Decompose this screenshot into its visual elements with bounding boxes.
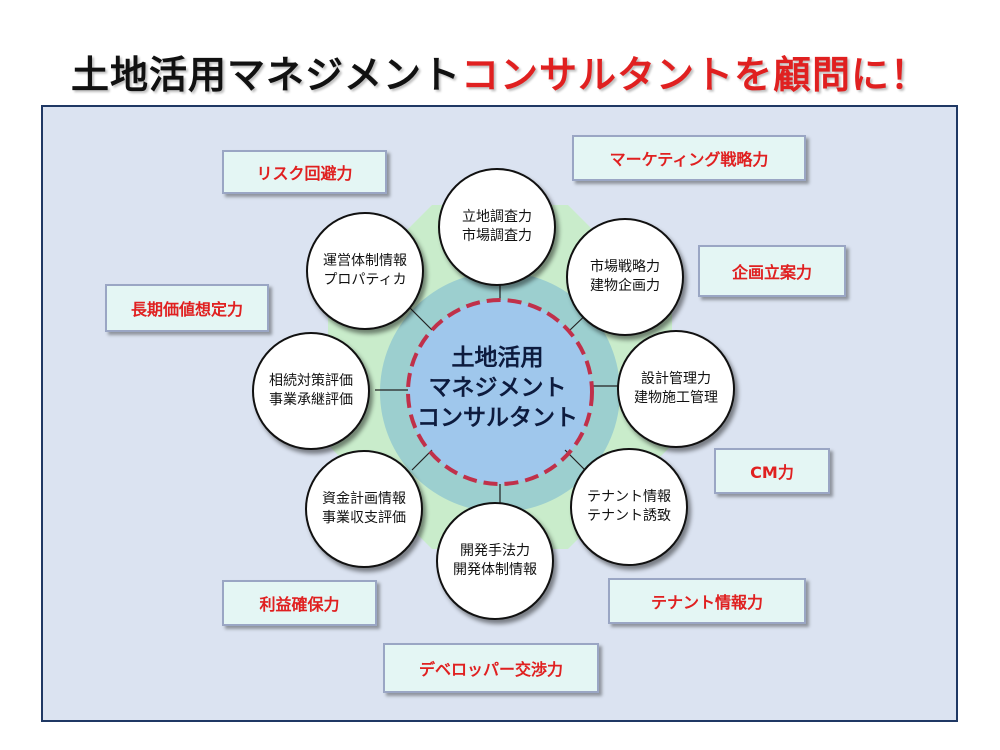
- skill-box-profit: 利益確保力: [222, 580, 377, 626]
- title-part-black: 土地活用マネジメント: [70, 53, 461, 97]
- circle-text: 運営体制情報: [323, 253, 407, 269]
- circle-text: テナント情報: [587, 489, 671, 505]
- capability-circle-market-strategy: 市場戦略力 建物企画力: [566, 218, 684, 336]
- capability-circle-finance: 資金計画情報 事業収支評価: [305, 450, 423, 568]
- skill-box-risk: リスク回避力: [222, 150, 387, 194]
- skill-box-planning: 企画立案力: [698, 245, 846, 297]
- capability-circle-operations: 運営体制情報 プロパティカ: [306, 212, 424, 330]
- skill-box-cm: CM力: [714, 448, 830, 494]
- capability-circle-design: 設計管理力 建物施工管理: [617, 330, 735, 448]
- center-label: 土地活用 マネジメント コンサルタント: [405, 343, 590, 433]
- circle-text: 市場調査力: [462, 228, 532, 244]
- circle-text: 資金計画情報: [322, 491, 406, 507]
- skill-box-marketing: マーケティング戦略力: [572, 135, 806, 181]
- circle-text: プロパティカ: [323, 272, 407, 288]
- circle-text: 事業収支評価: [322, 510, 406, 526]
- center-dashed-ring: [406, 298, 594, 486]
- circle-text: テナント誘致: [587, 508, 671, 524]
- skill-box-tenant-info: テナント情報力: [608, 578, 806, 624]
- circle-text: 市場戦略力: [590, 259, 660, 275]
- circle-text: 設計管理力: [641, 371, 711, 387]
- skill-box-long-term-value: 長期価値想定力: [105, 284, 269, 332]
- skill-box-negotiation: デベロッパー交渉力: [383, 643, 599, 693]
- capability-circle-location: 立地調査力 市場調査力: [438, 168, 556, 286]
- center-label-line: コンサルタント: [417, 405, 578, 431]
- circle-text: 相続対策評価: [269, 373, 353, 389]
- center-circle: [408, 300, 592, 484]
- title-part-red: コンサルタントを顧問に！: [461, 53, 930, 97]
- capability-circle-inheritance: 相続対策評価 事業承継評価: [252, 332, 370, 450]
- capability-circle-development: 開発手法力 開発体制情報: [436, 502, 554, 620]
- center-label-line: マネジメント: [428, 375, 567, 401]
- circle-text: 立地調査力: [462, 209, 532, 225]
- circle-text: 開発手法力: [460, 543, 530, 559]
- page-title: 土地活用マネジメントコンサルタントを顧問に！: [0, 44, 1000, 99]
- circle-text: 事業承継評価: [269, 392, 353, 408]
- circle-text: 建物施工管理: [634, 390, 718, 406]
- capability-circle-tenant: テナント情報 テナント誘致: [570, 448, 688, 566]
- circle-text: 開発体制情報: [453, 562, 537, 578]
- center-label-line: 土地活用: [451, 345, 544, 371]
- circle-text: 建物企画力: [590, 278, 660, 294]
